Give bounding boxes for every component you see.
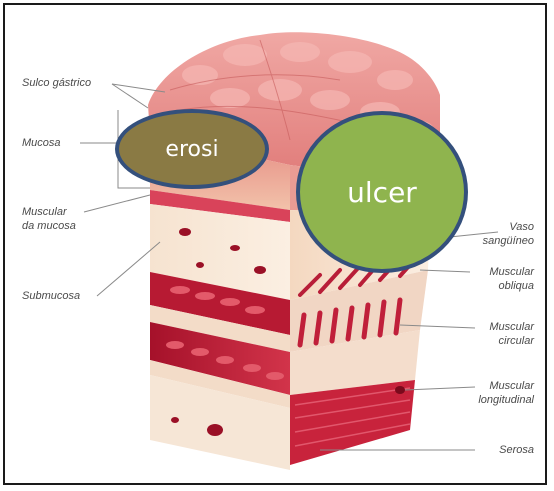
label-vaso-line1: Vaso (509, 221, 534, 234)
label-muscular-da-mucosa-line1: Muscular (22, 206, 67, 219)
label-vaso-line2: sangüíneo (483, 235, 534, 248)
ulcer-bubble: ulcer (296, 111, 468, 273)
erosi-label: erosi (165, 137, 218, 162)
label-muscular-obliqua-line2: obliqua (499, 280, 534, 293)
erosi-bubble: erosi (115, 109, 269, 189)
label-serosa: Serosa (499, 444, 534, 457)
label-muscular-circular-line2: circular (499, 335, 534, 348)
label-submucosa: Submucosa (22, 290, 80, 303)
ulcer-label: ulcer (347, 176, 417, 209)
label-sulco-gastrico: Sulco gástrico (22, 77, 91, 90)
label-mucosa: Mucosa (22, 137, 61, 150)
label-muscular-da-mucosa-line2: da mucosa (22, 220, 76, 233)
label-muscular-circular-line1: Muscular (489, 321, 534, 334)
label-muscular-longitudinal-line2: longitudinal (478, 394, 534, 407)
label-muscular-longitudinal-line1: Muscular (489, 380, 534, 393)
label-muscular-obliqua-line1: Muscular (489, 266, 534, 279)
